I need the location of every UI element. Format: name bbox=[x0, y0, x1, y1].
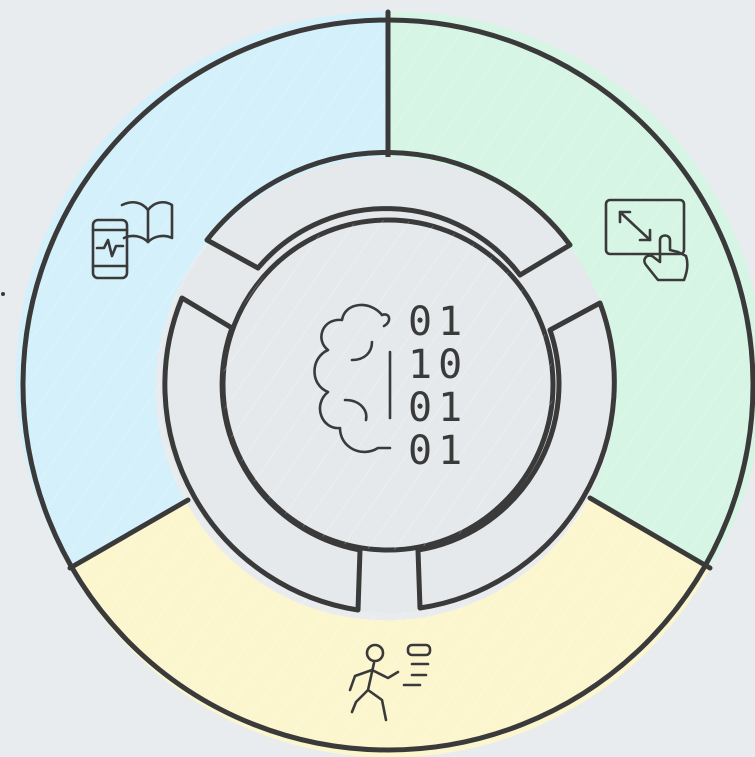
binary-row-3: 01 bbox=[408, 385, 468, 431]
brain-binary-icon: 01 10 01 01 bbox=[313, 299, 468, 474]
running-person-icon bbox=[348, 643, 432, 722]
binary-row-1: 01 bbox=[408, 299, 468, 345]
edge-mark bbox=[1, 292, 5, 296]
divider-left bbox=[67, 497, 191, 571]
phone-book-icon bbox=[91, 200, 174, 280]
binary-row-2: 10 bbox=[408, 342, 468, 388]
inner-band-right bbox=[415, 300, 617, 611]
divider-right bbox=[587, 495, 713, 571]
inner-band-top bbox=[204, 149, 573, 278]
touch-screen-icon bbox=[604, 198, 689, 282]
binary-row-4: 01 bbox=[408, 428, 468, 474]
